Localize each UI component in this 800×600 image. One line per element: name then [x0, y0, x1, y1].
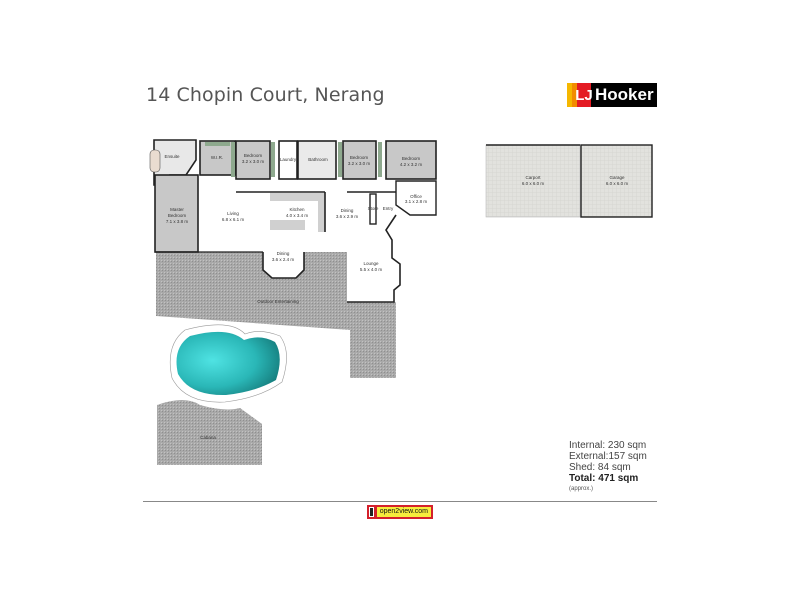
svg-text:Bedroom: Bedroom	[350, 155, 369, 160]
svg-text:Bedroom: Bedroom	[168, 213, 187, 218]
master-bedroom	[154, 174, 199, 253]
walk-in-robe	[199, 140, 236, 176]
lj-hooker-logo: LJ Hooker	[567, 83, 657, 107]
svg-text:Store: Store	[368, 206, 379, 211]
internal-area: Internal: 230 sqm	[569, 440, 647, 451]
svg-text:Office: Office	[410, 194, 422, 199]
laundry	[278, 140, 298, 180]
robe-strip	[205, 142, 230, 146]
open2view-badge[interactable]: open2view.com	[367, 505, 433, 519]
robe-strip	[378, 142, 382, 177]
robe-strip	[271, 142, 275, 177]
outdoor-entertaining-deck	[156, 252, 396, 378]
svg-text:Dining: Dining	[341, 208, 354, 213]
garage	[580, 144, 653, 218]
svg-text:5.5 x 4.0 m: 5.5 x 4.0 m	[360, 267, 383, 272]
kitchen-bench	[270, 193, 325, 201]
svg-text:Dining: Dining	[277, 251, 290, 256]
robe-strip	[338, 142, 342, 177]
svg-text:3.2 x 3.0 m: 3.2 x 3.0 m	[348, 161, 371, 166]
label-ensuite: Ensuite	[164, 154, 180, 159]
svg-text:Bathroom: Bathroom	[308, 157, 328, 162]
bathroom	[297, 140, 337, 180]
svg-text:6.8 x 6.1 m: 6.8 x 6.1 m	[222, 217, 245, 222]
area-summary: Internal: 230 sqm External:157 sqm Shed:…	[569, 440, 647, 495]
total-area: Total: 471 sqm	[569, 473, 639, 484]
svg-text:Cabana: Cabana	[200, 435, 216, 440]
open2view-text: open2view.com	[376, 507, 431, 517]
office	[395, 180, 437, 216]
svg-text:3.6 x 2.4 m: 3.6 x 2.4 m	[272, 257, 295, 262]
label-garage: Garage	[609, 175, 625, 180]
external-area: External:157 sqm	[569, 451, 647, 462]
logo-name: Hooker	[595, 85, 654, 104]
svg-text:3.6 x 2.9 m: 3.6 x 2.9 m	[336, 214, 359, 219]
svg-text:Lounge: Lounge	[363, 261, 379, 266]
footer-divider	[143, 501, 657, 502]
svg-text:Master: Master	[170, 207, 184, 212]
robe-strip	[231, 142, 235, 177]
svg-text:W.I.R.: W.I.R.	[211, 155, 223, 160]
svg-text:Kitchen: Kitchen	[289, 207, 305, 212]
svg-text:Laundry: Laundry	[280, 157, 297, 162]
svg-text:7.1 x 3.8 m: 7.1 x 3.8 m	[166, 219, 189, 224]
logo-stripe-orange	[572, 83, 577, 107]
store	[369, 193, 377, 225]
svg-text:6.0 x 6.0 m: 6.0 x 6.0 m	[522, 181, 545, 186]
shed-area: Shed: 84 sqm	[569, 462, 631, 473]
cabana-deck	[157, 400, 262, 465]
svg-text:Bedroom: Bedroom	[402, 156, 421, 161]
camera-icon	[369, 507, 374, 517]
label-carport: Carport	[525, 175, 541, 180]
svg-text:4.2 x 3.2 m: 4.2 x 3.2 m	[400, 162, 423, 167]
svg-text:Outdoor Entertaining: Outdoor Entertaining	[257, 299, 299, 304]
svg-text:Entry: Entry	[383, 206, 394, 211]
bedroom-1	[235, 140, 271, 180]
lounge-wall	[347, 214, 401, 303]
property-address: 14 Chopin Court, Nerang	[146, 84, 385, 106]
bedroom-3	[385, 140, 437, 180]
kitchen-side-bench	[318, 200, 325, 232]
carport	[485, 144, 581, 218]
svg-text:Living: Living	[227, 211, 239, 216]
pool-water	[176, 331, 280, 396]
svg-text:4.0 x 3.4 m: 4.0 x 3.4 m	[286, 213, 309, 218]
bathtub	[149, 149, 161, 173]
svg-text:Bedroom: Bedroom	[244, 153, 263, 158]
approx-note: (approx.)	[569, 486, 594, 492]
logo-stripe-yellow	[567, 83, 572, 107]
bedroom-2	[342, 140, 377, 180]
kitchen-island	[270, 220, 305, 230]
logo-mark: LJ	[575, 83, 593, 107]
svg-text:6.0 x 6.0 m: 6.0 x 6.0 m	[606, 181, 629, 186]
svg-text:3.1 x 2.8 m: 3.1 x 2.8 m	[405, 199, 428, 204]
svg-text:3.2 x 3.0 m: 3.2 x 3.0 m	[242, 159, 265, 164]
